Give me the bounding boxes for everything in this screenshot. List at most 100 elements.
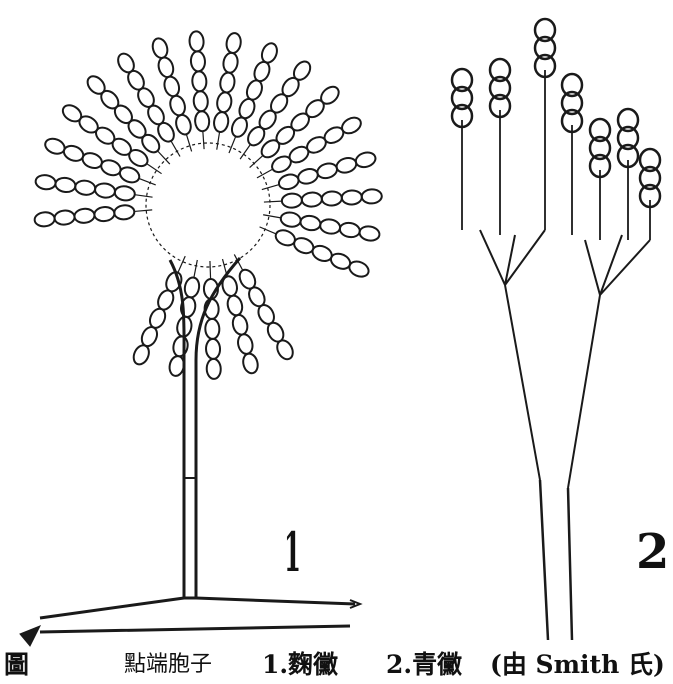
conidium (296, 167, 319, 186)
caption-item-2: 2.青黴 (386, 646, 462, 684)
sterigma (262, 185, 279, 190)
conidium (156, 56, 175, 79)
conidium (54, 210, 75, 226)
conidium (216, 91, 233, 113)
branch-metulae (505, 285, 600, 488)
conidium (84, 73, 108, 97)
conidium (110, 135, 134, 158)
part-1-label: 1 (284, 525, 301, 579)
sterigma (250, 155, 263, 167)
conidium (114, 185, 136, 202)
sterigma (264, 201, 282, 202)
conidium (288, 110, 312, 134)
sterigma (147, 164, 162, 174)
conidium (114, 204, 135, 220)
foot-cell (40, 598, 355, 632)
conidium (93, 124, 117, 147)
conidium (256, 108, 279, 132)
conidium (226, 294, 245, 317)
sterigma (210, 261, 211, 279)
conidium (74, 179, 96, 196)
conidium (354, 150, 377, 169)
sterigma (240, 144, 250, 159)
sterigma (222, 259, 227, 276)
conidium (111, 102, 135, 126)
conidium (303, 97, 327, 121)
sterigma (135, 195, 153, 198)
conidium (319, 218, 341, 235)
conidium (282, 193, 303, 208)
conidium (225, 32, 242, 54)
sterigma (229, 136, 236, 153)
conidium (76, 113, 100, 136)
conidium (189, 31, 204, 52)
conidium (213, 111, 230, 133)
sterigma (257, 169, 273, 178)
sterigma (186, 134, 191, 151)
conidium (316, 161, 339, 180)
conidium (150, 37, 169, 60)
conidium (299, 214, 321, 231)
caption-item-1: 1.麴黴 (262, 646, 338, 684)
conidium (168, 94, 187, 117)
conidium (361, 189, 382, 204)
conidium (339, 221, 361, 238)
sterigma (203, 131, 204, 149)
conidium (55, 177, 77, 194)
conidium (318, 83, 342, 107)
penicillium-drawing (452, 19, 660, 640)
conidium (206, 359, 221, 379)
conidium (277, 172, 300, 191)
conidium (241, 352, 260, 375)
conidium (302, 192, 323, 207)
sterigma (139, 178, 156, 184)
conidium (74, 208, 95, 224)
conidium (219, 72, 236, 94)
figure-caption: 圖 點端胞子 1.麴黴 2.青黴 (由 Smith 氏) (0, 646, 673, 684)
metula-right (585, 235, 650, 295)
conidium (206, 339, 221, 359)
sterigma (194, 260, 197, 278)
conidium (341, 190, 362, 205)
conidium (358, 225, 380, 242)
sterigma (217, 132, 220, 150)
conidium (280, 211, 302, 228)
conidium (162, 75, 181, 98)
conidium (172, 335, 190, 357)
conidium (94, 182, 116, 199)
conidium (125, 117, 149, 141)
caption-title: 點端胞子 (124, 646, 212, 684)
part-2-label: 2 (636, 528, 669, 576)
vesicle (146, 143, 270, 267)
conidium (183, 276, 201, 298)
conidium (94, 206, 115, 222)
conidium (193, 91, 208, 112)
metula-left (480, 230, 545, 285)
sterigma (260, 227, 277, 234)
conidiophore-stalk (540, 480, 572, 640)
aspergillus-drawing (20, 31, 382, 646)
hypha-end (20, 626, 40, 646)
conidium (192, 71, 207, 92)
conidium (268, 91, 291, 115)
conidium (98, 88, 122, 112)
conidium (231, 313, 250, 336)
conidium (279, 75, 302, 99)
conidium (60, 102, 84, 125)
conidium (273, 124, 297, 148)
conidium (34, 211, 55, 227)
conidium (335, 156, 358, 175)
conidium (236, 333, 255, 356)
conidium (190, 51, 205, 72)
conidium (205, 319, 220, 339)
conidium (35, 174, 57, 191)
caption-figure-marker: 圖 (4, 646, 29, 684)
sterigma (178, 256, 185, 272)
caption-source: (由 Smith 氏) (490, 646, 665, 684)
conidium (194, 111, 209, 132)
conidium (174, 113, 193, 136)
conidium (291, 58, 314, 82)
conidium (222, 52, 239, 74)
